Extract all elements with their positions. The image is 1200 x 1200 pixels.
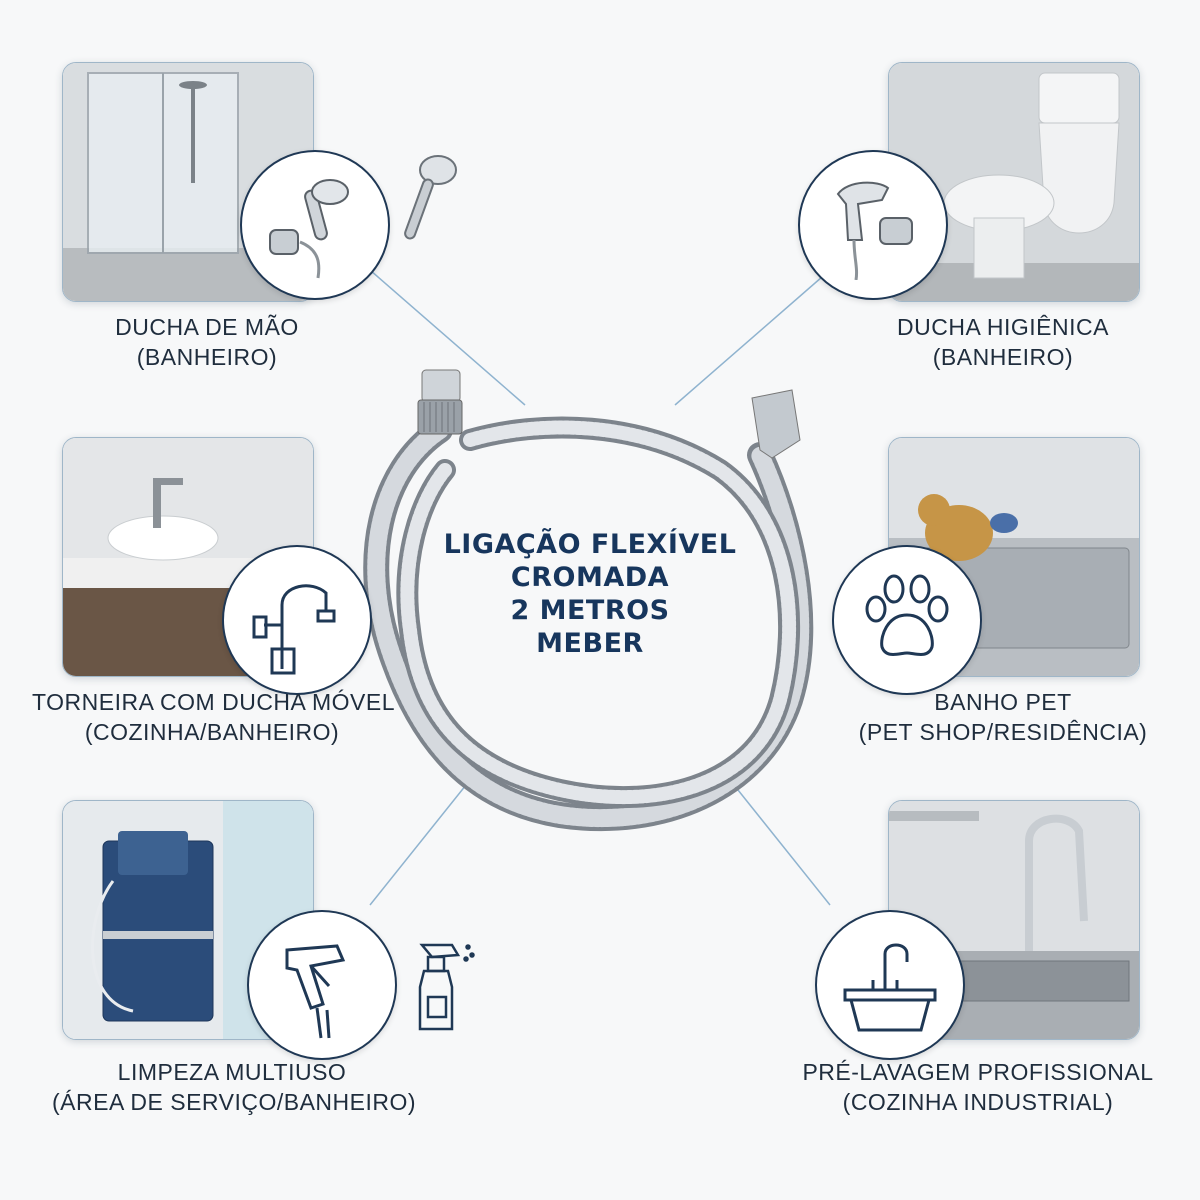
faucet-badge	[222, 545, 372, 695]
pet-bath-badge	[832, 545, 982, 695]
bidet-shower-name: DUCHA HIGIÊNICA	[897, 314, 1109, 340]
cleaning-label: LIMPEZA MULTIUSO (ÁREA DE SERVIÇO/BANHEI…	[52, 1057, 417, 1117]
hand-shower-badge	[240, 150, 390, 300]
bidet-shower-label: DUCHA HIGIÊNICA (BANHEIRO)	[848, 312, 1158, 372]
cleaning-badge	[247, 910, 397, 1060]
prewash-name: PRÉ-LAVAGEM PROFISSIONAL	[802, 1059, 1154, 1085]
pet-bath-name: BANHO PET	[934, 689, 1072, 715]
sink-icon	[843, 943, 937, 1032]
title-line-2: CROMADA	[510, 562, 670, 593]
title-line-4: MEBER	[536, 628, 644, 659]
prewash-context: (COZINHA INDUSTRIAL)	[842, 1089, 1114, 1115]
cleaning-name: LIMPEZA MULTIUSO	[117, 1059, 347, 1085]
hand-shower-icon	[269, 179, 349, 279]
prewash-badge	[815, 910, 965, 1060]
faucet-name: TORNEIRA COM DUCHA MÓVEL	[32, 689, 396, 715]
pet-bath-context: (PET SHOP/RESIDÊNCIA)	[858, 719, 1148, 745]
product-title: LIGAÇÃO FLEXÍVEL CROMADA 2 METROS MEBER	[440, 528, 740, 660]
handheld-shower-head-image	[404, 155, 457, 240]
spray-gun-icon	[285, 944, 346, 1039]
paw-icon	[865, 574, 949, 656]
title-line-1: LIGAÇÃO FLEXÍVEL	[443, 529, 737, 560]
faucet-icon	[252, 584, 336, 675]
bidet-sprayer-icon	[836, 181, 913, 280]
title-line-3: 2 METROS	[510, 595, 670, 626]
faucet-context: (COZINHA/BANHEIRO)	[84, 719, 340, 745]
pet-bath-label: BANHO PET (PET SHOP/RESIDÊNCIA)	[848, 687, 1158, 747]
bidet-shower-badge	[798, 150, 948, 300]
hand-shower-name: DUCHA DE MÃO	[115, 314, 299, 340]
bidet-shower-context: (BANHEIRO)	[932, 344, 1074, 370]
cleaning-context: (ÁREA DE SERVIÇO/BANHEIRO)	[52, 1089, 417, 1115]
hand-shower-context: (BANHEIRO)	[136, 344, 278, 370]
faucet-label: TORNEIRA COM DUCHA MÓVEL (COZINHA/BANHEI…	[32, 687, 396, 747]
hand-shower-label: DUCHA DE MÃO (BANHEIRO)	[62, 312, 352, 372]
prewash-label: PRÉ-LAVAGEM PROFISSIONAL (COZINHA INDUST…	[798, 1057, 1158, 1117]
spray-bottle-icon	[418, 943, 475, 1031]
